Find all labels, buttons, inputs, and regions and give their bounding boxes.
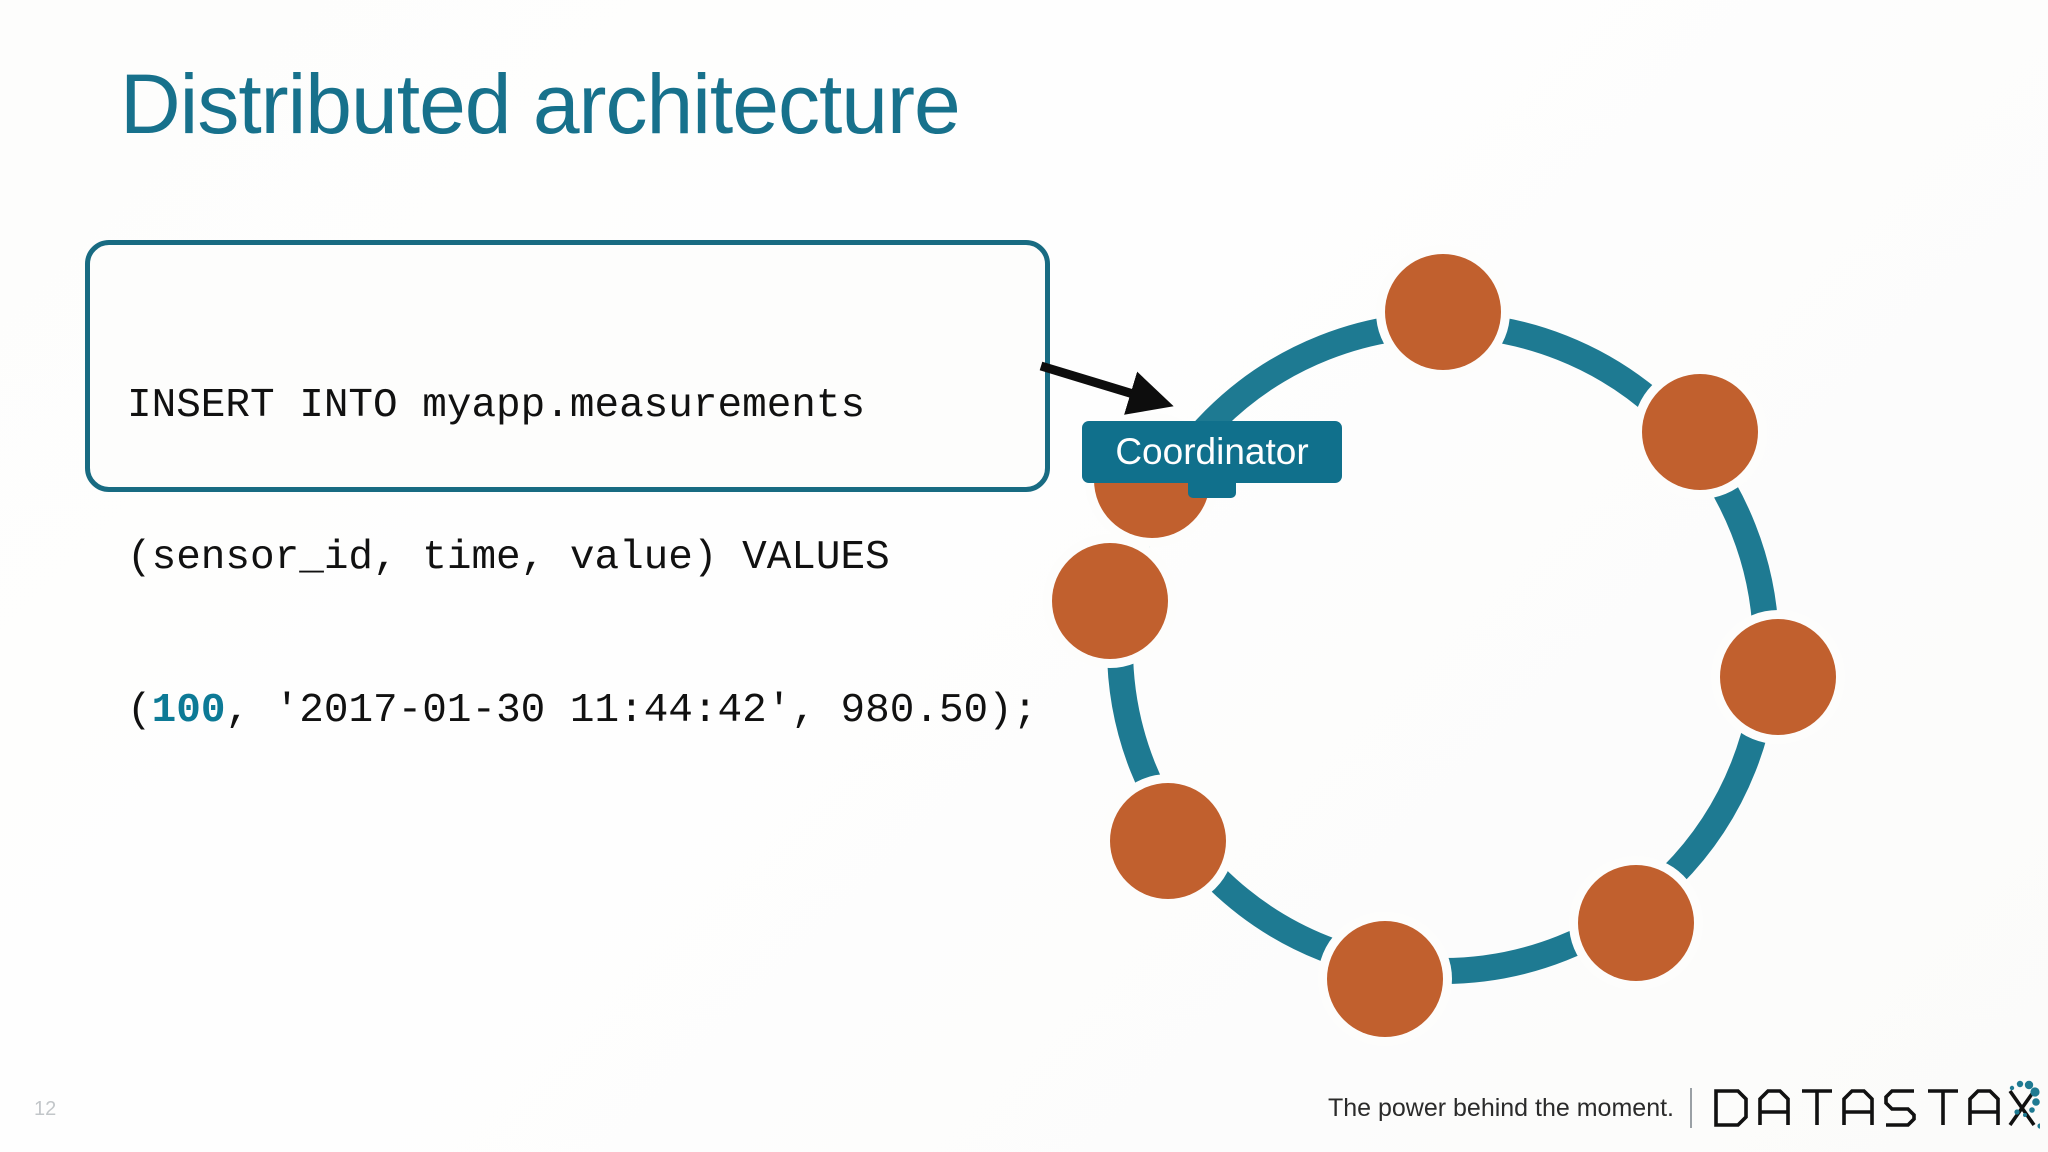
ring-node — [1052, 543, 1169, 660]
ring-node — [1719, 619, 1836, 736]
datastax-wordmark-icon — [1714, 1080, 2043, 1129]
code-snippet: INSERT INTO myapp.measurements (sensor_i… — [127, 279, 1037, 838]
code-callout-box: INSERT INTO myapp.measurements (sensor_i… — [85, 240, 1050, 734]
code-line-3-before: ( — [127, 687, 152, 734]
ring-node — [1326, 920, 1443, 1037]
ring-node — [1642, 374, 1759, 491]
code-line-3: (100, '2017-01-30 11:44:42', 980.50); — [127, 686, 1037, 737]
brand-tagline: The power behind the moment. — [1327, 1093, 1674, 1122]
ring-node — [1109, 782, 1226, 899]
ring-node — [1385, 254, 1501, 370]
coordinator-badge: Coordinator — [1082, 421, 1342, 483]
code-line-3-after: , '2017-01-30 11:44:42', 980.50); — [225, 687, 1038, 734]
coordinator-badge-tail — [1188, 481, 1236, 498]
brand-divider — [1690, 1088, 1692, 1128]
code-highlight-value: 100 — [151, 687, 226, 734]
datastax-logo — [1710, 1079, 2043, 1137]
footer-brand: The power behind the moment. — [1327, 1078, 2043, 1138]
page-title: Distributed architecture — [120, 57, 961, 151]
ring-node — [1577, 865, 1694, 982]
code-line-1: INSERT INTO myapp.measurements — [127, 382, 866, 429]
page-number: 12 — [34, 1098, 57, 1120]
cluster-ring-diagram — [1052, 240, 1855, 1080]
code-line-2: (sensor_id, time, value) VALUES — [127, 535, 890, 582]
